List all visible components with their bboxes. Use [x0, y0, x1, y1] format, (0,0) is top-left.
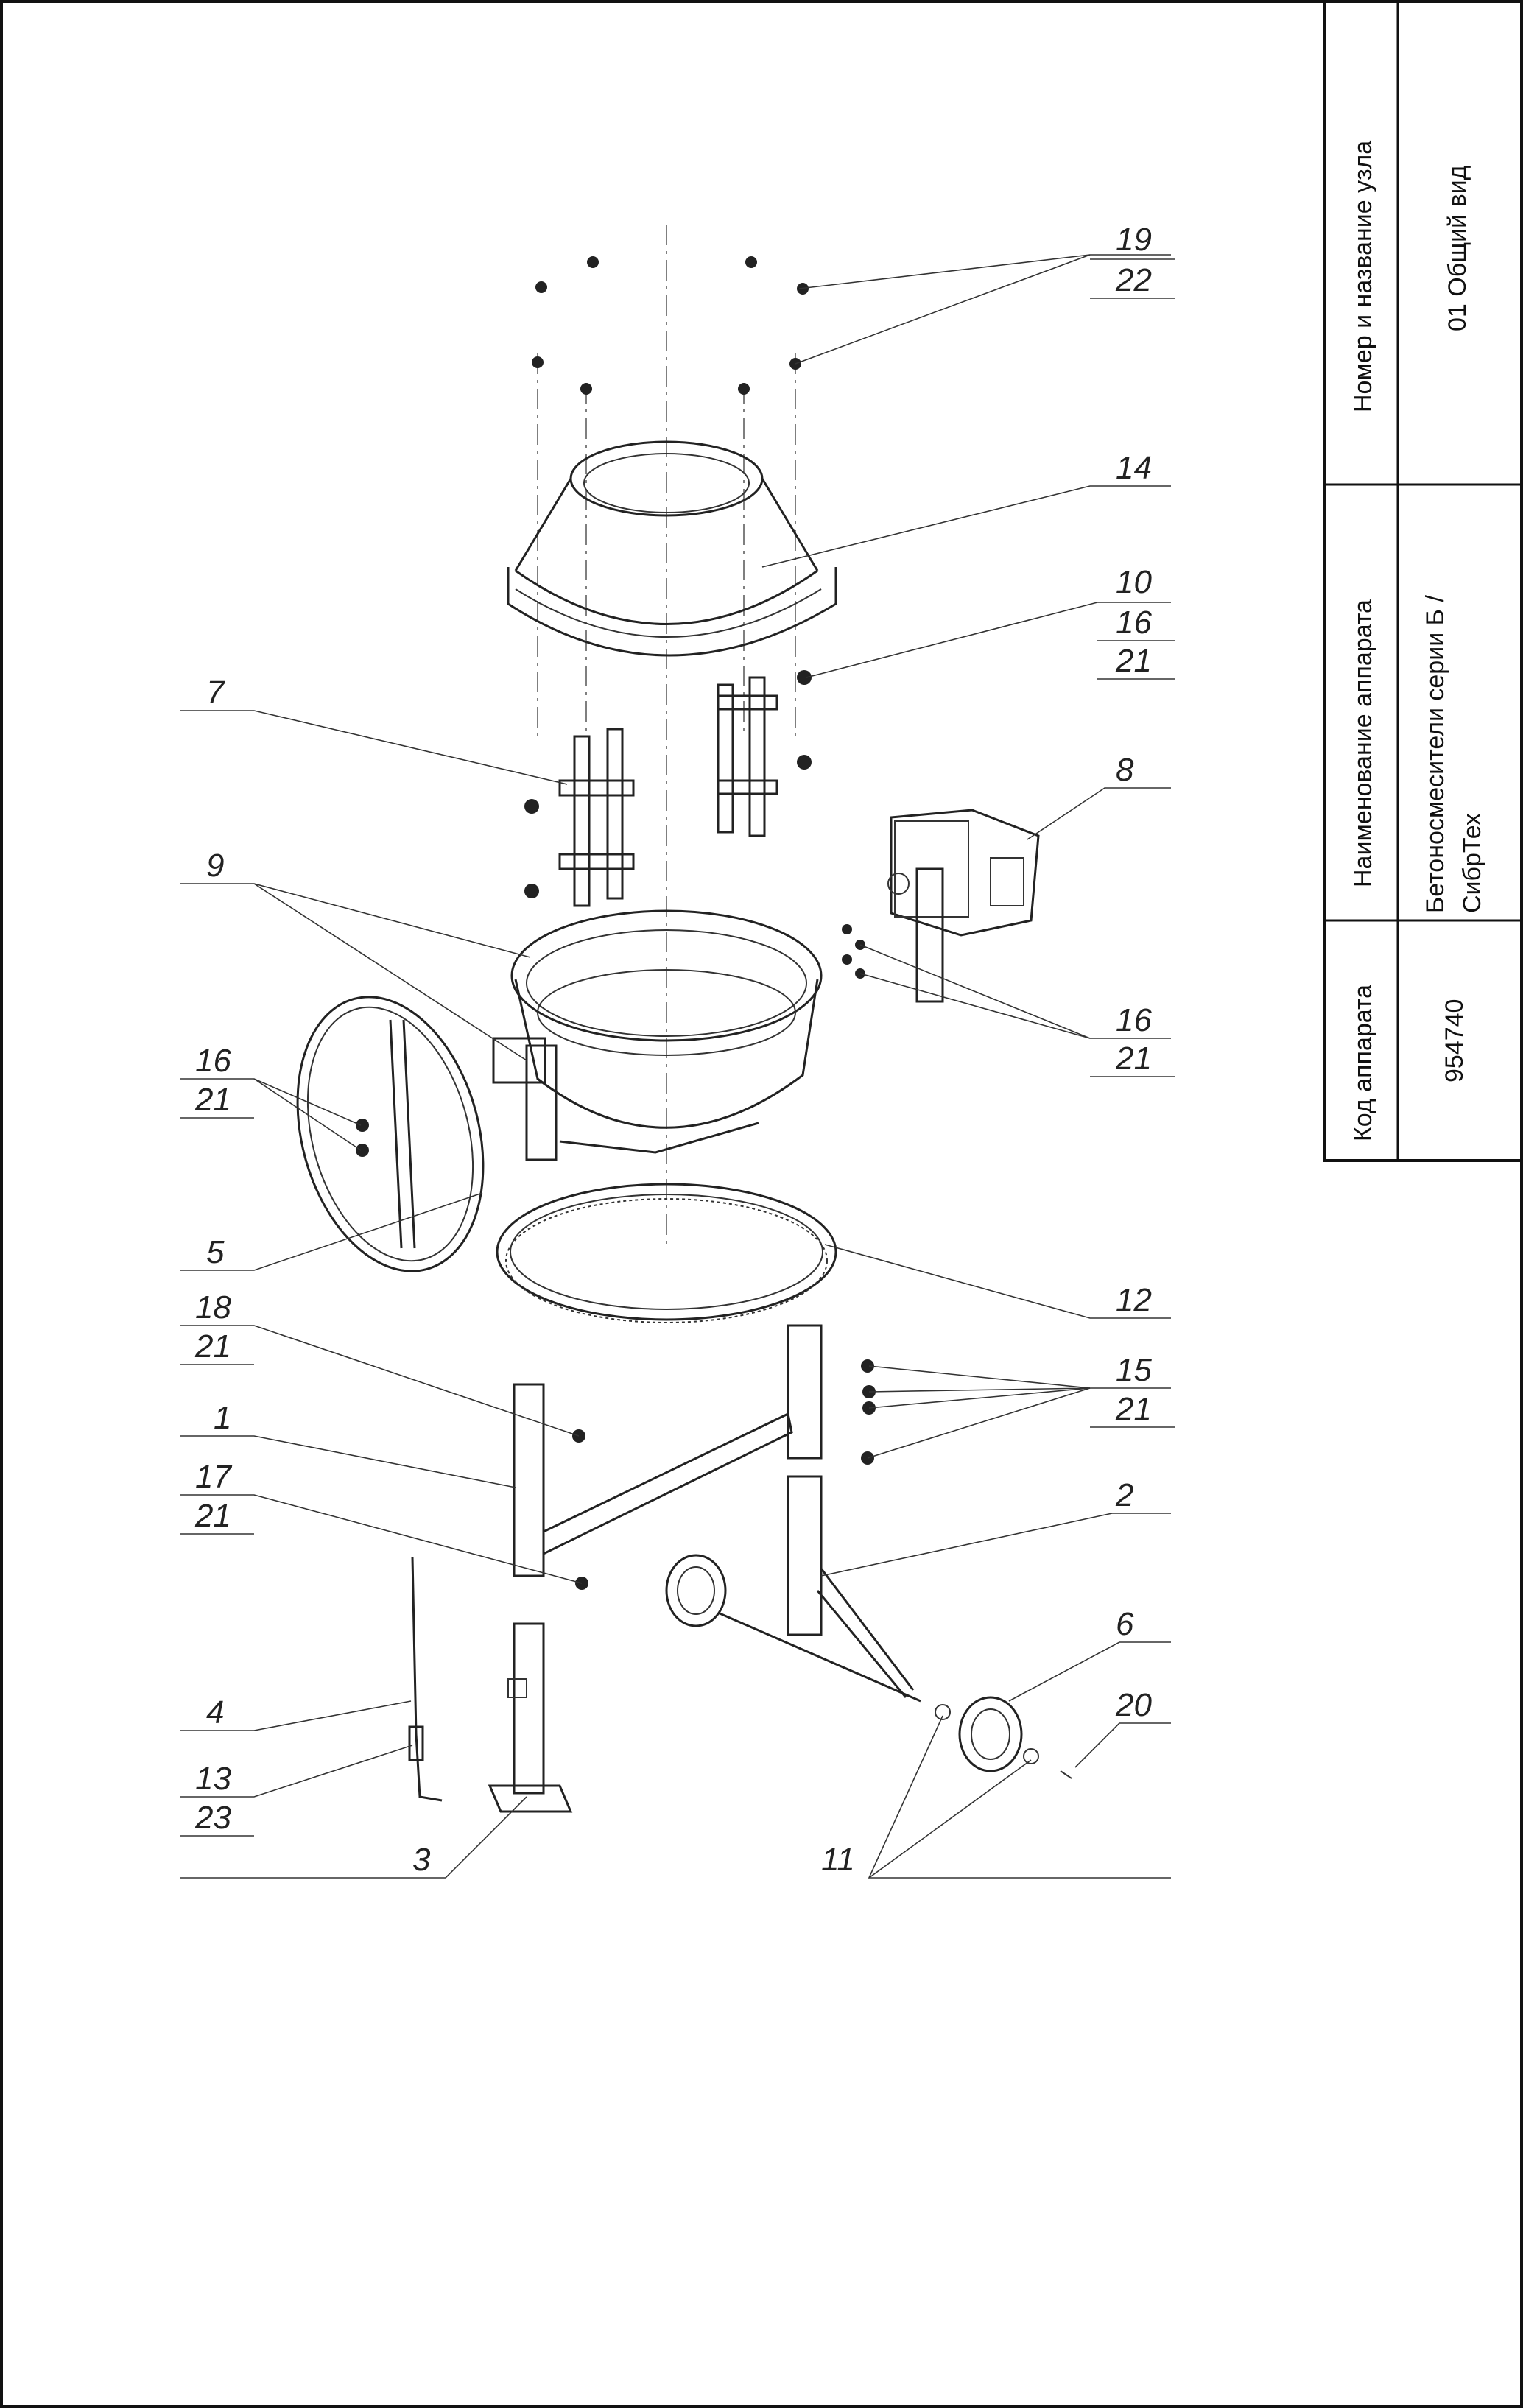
leader-lines	[180, 254, 1171, 1879]
callout-11: 11	[821, 1842, 855, 1878]
callout-10: 10	[1116, 564, 1152, 600]
callout-14: 14	[1116, 450, 1152, 486]
callout-21-motor: 21	[1115, 1041, 1152, 1077]
callout-18: 18	[195, 1289, 231, 1326]
callout-5: 5	[206, 1234, 225, 1270]
mixing-blades	[524, 670, 812, 907]
callout-2: 2	[1115, 1477, 1133, 1513]
wheels	[665, 1554, 1072, 1779]
wheel-leg	[717, 1475, 921, 1703]
callout-16-left: 16	[195, 1043, 231, 1079]
callout-22: 22	[1115, 262, 1152, 298]
callout-19: 19	[1116, 222, 1152, 258]
callout-23: 23	[194, 1800, 231, 1836]
callout-21-top: 21	[1115, 643, 1152, 679]
gear-ring	[496, 1183, 837, 1323]
name-value-line2: СибрТех	[1458, 813, 1486, 913]
callout-7: 7	[206, 675, 225, 711]
callout-13: 13	[195, 1761, 231, 1797]
code-header: Код аппарата	[1349, 985, 1377, 1141]
code-value: 954740	[1441, 999, 1469, 1082]
callout-12: 12	[1116, 1282, 1152, 1318]
drum-bottom	[492, 909, 823, 1161]
callout-15: 15	[1116, 1352, 1152, 1388]
callout-labels: 19 22 14 10 16 21 7 8 9 16 21 16 21 5 12…	[180, 222, 1175, 1878]
callout-17: 17	[195, 1459, 232, 1495]
title-block: Код аппарата 954740 Наименование аппарат…	[1323, 0, 1523, 1162]
node-header: Номер и название узла	[1349, 141, 1377, 412]
callout-9: 9	[206, 848, 224, 884]
callout-16-motor: 16	[1116, 1002, 1152, 1038]
hand-wheel	[296, 996, 485, 1272]
callout-20: 20	[1115, 1687, 1152, 1723]
callout-4: 4	[206, 1694, 224, 1731]
name-header: Наименование аппарата	[1349, 599, 1377, 887]
callout-6: 6	[1116, 1606, 1134, 1642]
callout-21-left: 21	[194, 1082, 231, 1118]
motor-unit	[842, 809, 1040, 1003]
crank-handle	[408, 1557, 443, 1802]
callout-21-18: 21	[194, 1328, 231, 1365]
callout-3: 3	[412, 1842, 431, 1878]
support-stand	[488, 1622, 573, 1813]
top-bolts	[532, 256, 809, 395]
callout-21-17: 21	[194, 1498, 231, 1534]
callout-16-top: 16	[1116, 605, 1152, 641]
callout-8: 8	[1116, 752, 1134, 788]
node-value: 01 Общий вид	[1443, 165, 1471, 331]
drum-top-cone	[507, 440, 837, 657]
callout-1: 1	[214, 1400, 231, 1436]
name-value-line1: Бетоносмесители серии Б /	[1421, 595, 1449, 913]
callout-21-15: 21	[1115, 1391, 1152, 1427]
